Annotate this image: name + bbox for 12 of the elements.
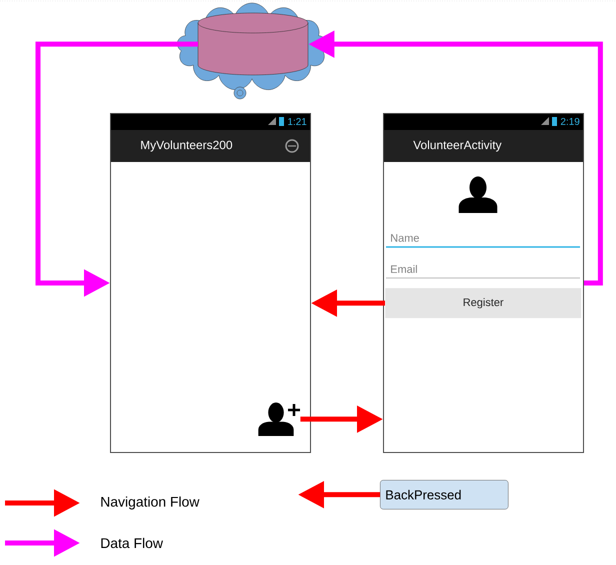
legend-text: Navigation Flow	[101, 496, 200, 510]
title-text: VolunteerActivity	[413, 140, 502, 152]
database-cylinder	[198, 12, 308, 76]
status-time: 2:19	[560, 118, 580, 125]
legend-text: Data Flow	[101, 538, 163, 548]
status-time: 1:21	[288, 118, 306, 125]
register-button: Register	[385, 288, 582, 318]
text-field: Email	[386, 264, 580, 278]
event-box: BackPressed	[380, 480, 508, 510]
text-field: Name	[386, 234, 580, 248]
add-person-icon	[258, 402, 302, 436]
title-text: MyVolunteers200	[141, 140, 232, 152]
